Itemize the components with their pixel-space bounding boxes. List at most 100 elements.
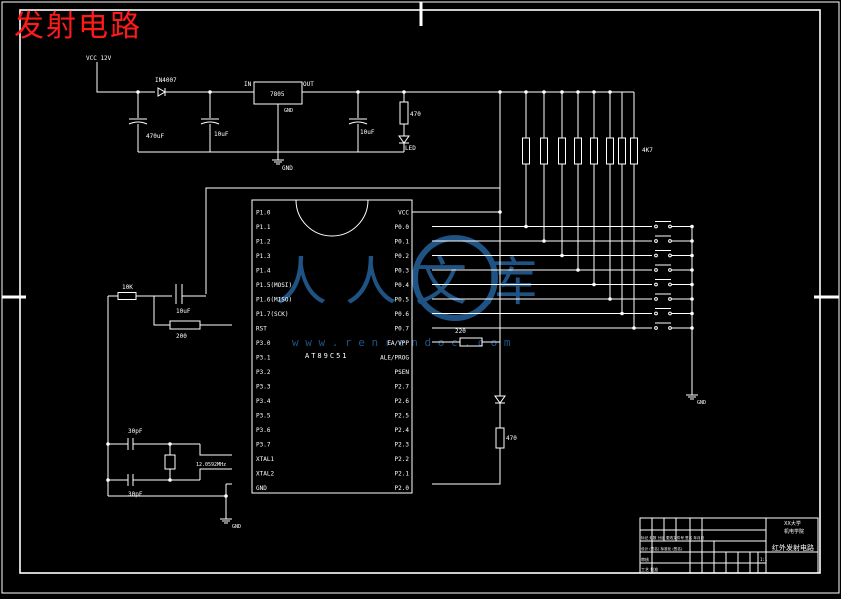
vcc-wire <box>96 62 155 93</box>
mcu-left-pin-label: P1.7(SCK) <box>256 311 289 318</box>
tb-row2: 设计 (签名) 标准化 (签名) <box>641 546 683 551</box>
mcu-right-pin-label: EA/VPP <box>387 340 409 347</box>
junction <box>542 90 546 94</box>
junction <box>542 239 546 243</box>
switch-contact <box>654 253 658 258</box>
switch-contact <box>668 268 672 272</box>
reset-res-bottom-label: 200 <box>176 333 187 340</box>
switch-contact <box>654 282 658 287</box>
mcu-right-pin-label: P0.4 <box>395 282 410 289</box>
page-title: 发射电路 <box>14 9 142 44</box>
tb-row1: 标记 处数 分区 更改文件号 签名 年月日 <box>641 535 704 540</box>
mcu-left-pin-label: P3.2 <box>256 369 271 376</box>
junction <box>498 90 502 94</box>
junction <box>576 268 580 272</box>
gnd-label-power: GND <box>282 165 293 172</box>
junction <box>608 297 612 301</box>
junction <box>168 442 172 446</box>
mcu-right-pin-label: PSEN <box>395 369 410 376</box>
junction <box>690 311 694 316</box>
mcu-right-pin-label: VCC <box>398 210 409 217</box>
vcc-mcu-wire <box>205 187 500 294</box>
cap3-label: 10uF <box>360 129 375 136</box>
mcu-right-pin-label: P0.1 <box>395 239 410 246</box>
mcu-left-pin-label: P3.3 <box>256 384 271 391</box>
mcu-right-pins: VCCP0.0P0.1P0.2P0.3P0.4P0.5P0.6P0.7EA/VP… <box>380 210 410 493</box>
resistor-4k7 <box>540 137 548 165</box>
junction <box>106 442 110 446</box>
mcu-right-pin-label: P2.4 <box>395 427 410 434</box>
led-power <box>398 135 410 144</box>
reg-name: 7805 <box>270 91 285 98</box>
mcu-right-pin-label: P0.6 <box>395 311 410 318</box>
mcu-right-pin-label: P2.5 <box>395 413 410 420</box>
mcu-left-pin-label: P3.4 <box>256 398 271 405</box>
switch-contact <box>654 311 658 316</box>
mcu-right-pin-label: P2.0 <box>395 485 410 492</box>
mcu-left-pins: P1.0P1.1P1.2P1.3P1.4P1.5(MOSI)P1.6(MISO)… <box>256 210 292 493</box>
junction <box>690 253 694 258</box>
junction <box>690 224 694 229</box>
mcu-right-pin-label: P2.3 <box>395 442 410 449</box>
junction <box>208 90 212 94</box>
junction <box>576 90 580 94</box>
mcu-left-pin-label: P1.2 <box>256 239 271 246</box>
led-label: LED <box>405 145 416 152</box>
xtal2-wire <box>199 468 232 480</box>
resistor-200 <box>169 320 201 330</box>
mcu-right-pin-label: P0.2 <box>395 253 410 260</box>
xtal1-wire <box>199 444 232 456</box>
mcu-right-pin-label: P2.6 <box>395 398 410 405</box>
reg-gnd-label: GND <box>284 108 293 114</box>
junction <box>608 90 612 94</box>
junction <box>690 239 694 243</box>
switch-contact <box>668 297 672 301</box>
junction <box>224 494 228 498</box>
mcu-left-pin-label: P3.6 <box>256 427 271 434</box>
mcu-left-pin-label: XTAL2 <box>256 471 274 478</box>
junction <box>524 90 528 94</box>
reset-wire <box>153 296 170 326</box>
junction <box>592 90 596 94</box>
mcu-left-pin-label: P1.4 <box>256 268 271 275</box>
p20-wire <box>432 448 501 485</box>
resistor-10k <box>117 292 137 300</box>
reset-cap-label: 10uF <box>176 308 191 315</box>
tb-row4: 工艺 批准 <box>641 566 658 572</box>
title-block: XX大学 机电学院 红外发射电路 标记 处数 分区 更改文件号 签名 年月日 设… <box>639 517 819 574</box>
cap2-label: 10uF <box>214 131 229 138</box>
diode-in4007 <box>157 87 167 97</box>
switch-contact <box>668 282 672 287</box>
crystal-gnd-label: GND <box>232 524 241 530</box>
mcu-left-pin-label: P3.0 <box>256 340 271 347</box>
cap-10uf-a <box>200 121 220 125</box>
crystal-cap-top-label: 30pF <box>128 428 143 435</box>
output-gnd-label: GND <box>697 400 706 406</box>
junction <box>690 326 694 330</box>
mcu-right-pin-label: ALE/PROG <box>380 355 409 362</box>
mcu-left-pin-label: P3.7 <box>256 442 271 449</box>
tb-school: XX大学 <box>784 520 801 527</box>
mcu-right-pin-label: P2.1 <box>395 471 410 478</box>
mcu-name: AT89C51 <box>305 352 349 360</box>
vcc-label: VCC 12V <box>86 55 112 62</box>
mcu-left-pin-label: P1.0 <box>256 210 271 217</box>
junction <box>168 478 172 482</box>
crystal-gnd-wire <box>108 495 227 519</box>
mcu-left-pin-label: P1.5(MOSI) <box>256 282 292 289</box>
crystal-cap-bottom-label: 30pF <box>128 491 143 498</box>
tb-row3: 审核 <box>641 556 649 562</box>
res-array-label: 4K7 <box>642 147 653 154</box>
switch-contact <box>654 239 658 243</box>
junction <box>560 90 564 94</box>
tb-dept: 机电学院 <box>784 528 804 535</box>
reset-res-top-label: 10K <box>122 284 133 291</box>
switch-contact <box>654 326 658 330</box>
ea-res-label: 220 <box>455 328 466 335</box>
mcu-left-pin-label: RST <box>256 326 267 333</box>
switch-contact <box>668 311 672 316</box>
junction <box>560 253 564 258</box>
resistor-4k7 <box>574 137 582 165</box>
